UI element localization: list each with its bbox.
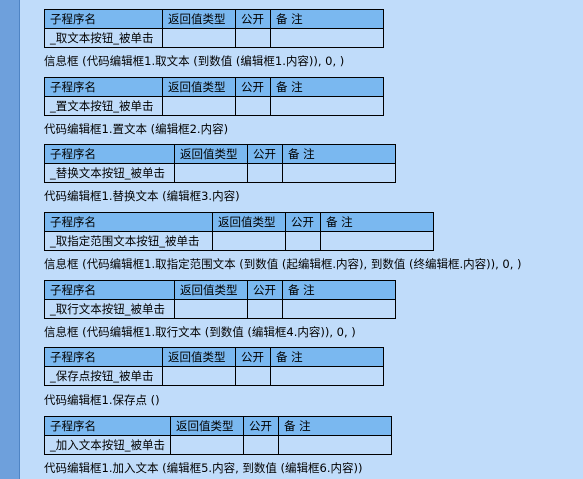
subroutine-name[interactable]: _替换文本按钮_被单击 [44,163,175,183]
remark-cell[interactable] [270,96,384,116]
code-line[interactable]: 信息框 (代码编辑框1.取文本 (到数值 (编辑框1.内容)), 0, ) [44,54,345,68]
return-type-cell[interactable] [212,231,286,251]
header-public: 公开 [235,9,271,29]
header-public: 公开 [235,77,271,97]
code-line[interactable]: 信息框 (代码编辑框1.取行文本 (到数值 (编辑框4.内容)), 0, ) [44,325,356,339]
subroutine-table: 子程序名 返回值类型 公开 备 注 _保存点按钮_被单击 [44,347,384,386]
subroutine-name[interactable]: _取指定范围文本按钮_被单击 [44,231,213,251]
header-remark: 备 注 [270,347,384,367]
header-name: 子程序名 [44,144,175,164]
remark-cell[interactable] [282,299,396,319]
header-name: 子程序名 [44,77,163,97]
remark-cell[interactable] [270,366,384,386]
public-cell[interactable] [285,231,321,251]
public-cell[interactable] [235,366,271,386]
remark-cell[interactable] [278,435,392,455]
header-return-type: 返回值类型 [212,212,286,232]
public-cell[interactable] [247,163,283,183]
header-remark: 备 注 [278,416,392,436]
public-cell[interactable] [247,299,283,319]
return-type-cell[interactable] [170,435,244,455]
subroutine-table: 子程序名 返回值类型 公开 备 注 _置文本按钮_被单击 [44,77,384,116]
subroutine-table: 子程序名 返回值类型 公开 备 注 _加入文本按钮_被单击 [44,416,392,455]
public-cell[interactable] [243,435,279,455]
header-return-type: 返回值类型 [170,416,244,436]
code-line[interactable]: 代码编辑框1.保存点 () [44,393,160,407]
header-remark: 备 注 [320,212,434,232]
header-public: 公开 [247,144,283,164]
remark-cell[interactable] [270,28,384,48]
header-public: 公开 [235,347,271,367]
header-remark: 备 注 [282,144,396,164]
return-type-cell[interactable] [174,163,248,183]
header-return-type: 返回值类型 [162,347,236,367]
header-name: 子程序名 [44,9,163,29]
return-type-cell[interactable] [162,366,236,386]
remark-cell[interactable] [320,231,434,251]
header-name: 子程序名 [44,280,175,300]
subroutine-name[interactable]: _保存点按钮_被单击 [44,366,163,386]
public-cell[interactable] [235,28,271,48]
header-return-type: 返回值类型 [174,144,248,164]
header-remark: 备 注 [270,9,384,29]
code-line[interactable]: 代码编辑框1.置文本 (编辑框2.内容) [44,122,229,136]
subroutine-name[interactable]: _加入文本按钮_被单击 [44,435,171,455]
subroutine-name[interactable]: _取文本按钮_被单击 [44,28,163,48]
subroutine-name[interactable]: _取行文本按钮_被单击 [44,299,175,319]
header-return-type: 返回值类型 [162,77,236,97]
header-name: 子程序名 [44,416,171,436]
header-return-type: 返回值类型 [174,280,248,300]
header-return-type: 返回值类型 [162,9,236,29]
header-public: 公开 [285,212,321,232]
header-public: 公开 [247,280,283,300]
remark-cell[interactable] [282,163,396,183]
subroutine-table: 子程序名 返回值类型 公开 备 注 _取文本按钮_被单击 [44,9,384,48]
code-line[interactable]: 信息框 (代码编辑框1.取指定范围文本 (到数值 (起编辑框.内容), 到数值 … [44,257,522,271]
subroutine-table: 子程序名 返回值类型 公开 备 注 _取行文本按钮_被单击 [44,280,396,319]
code-line[interactable]: 代码编辑框1.加入文本 (编辑框5.内容, 到数值 (编辑框6.内容)) [44,461,363,475]
subroutine-table: 子程序名 返回值类型 公开 备 注 _取指定范围文本按钮_被单击 [44,212,434,251]
code-line[interactable]: 代码编辑框1.替换文本 (编辑框3.内容) [44,189,240,203]
header-public: 公开 [243,416,279,436]
header-name: 子程序名 [44,347,163,367]
subroutine-name[interactable]: _置文本按钮_被单击 [44,96,163,116]
header-remark: 备 注 [270,77,384,97]
header-name: 子程序名 [44,212,213,232]
header-remark: 备 注 [282,280,396,300]
return-type-cell[interactable] [174,299,248,319]
public-cell[interactable] [235,96,271,116]
subroutine-table: 子程序名 返回值类型 公开 备 注 _替换文本按钮_被单击 [44,144,396,183]
return-type-cell[interactable] [162,28,236,48]
return-type-cell[interactable] [162,96,236,116]
editor-gutter [0,0,20,479]
